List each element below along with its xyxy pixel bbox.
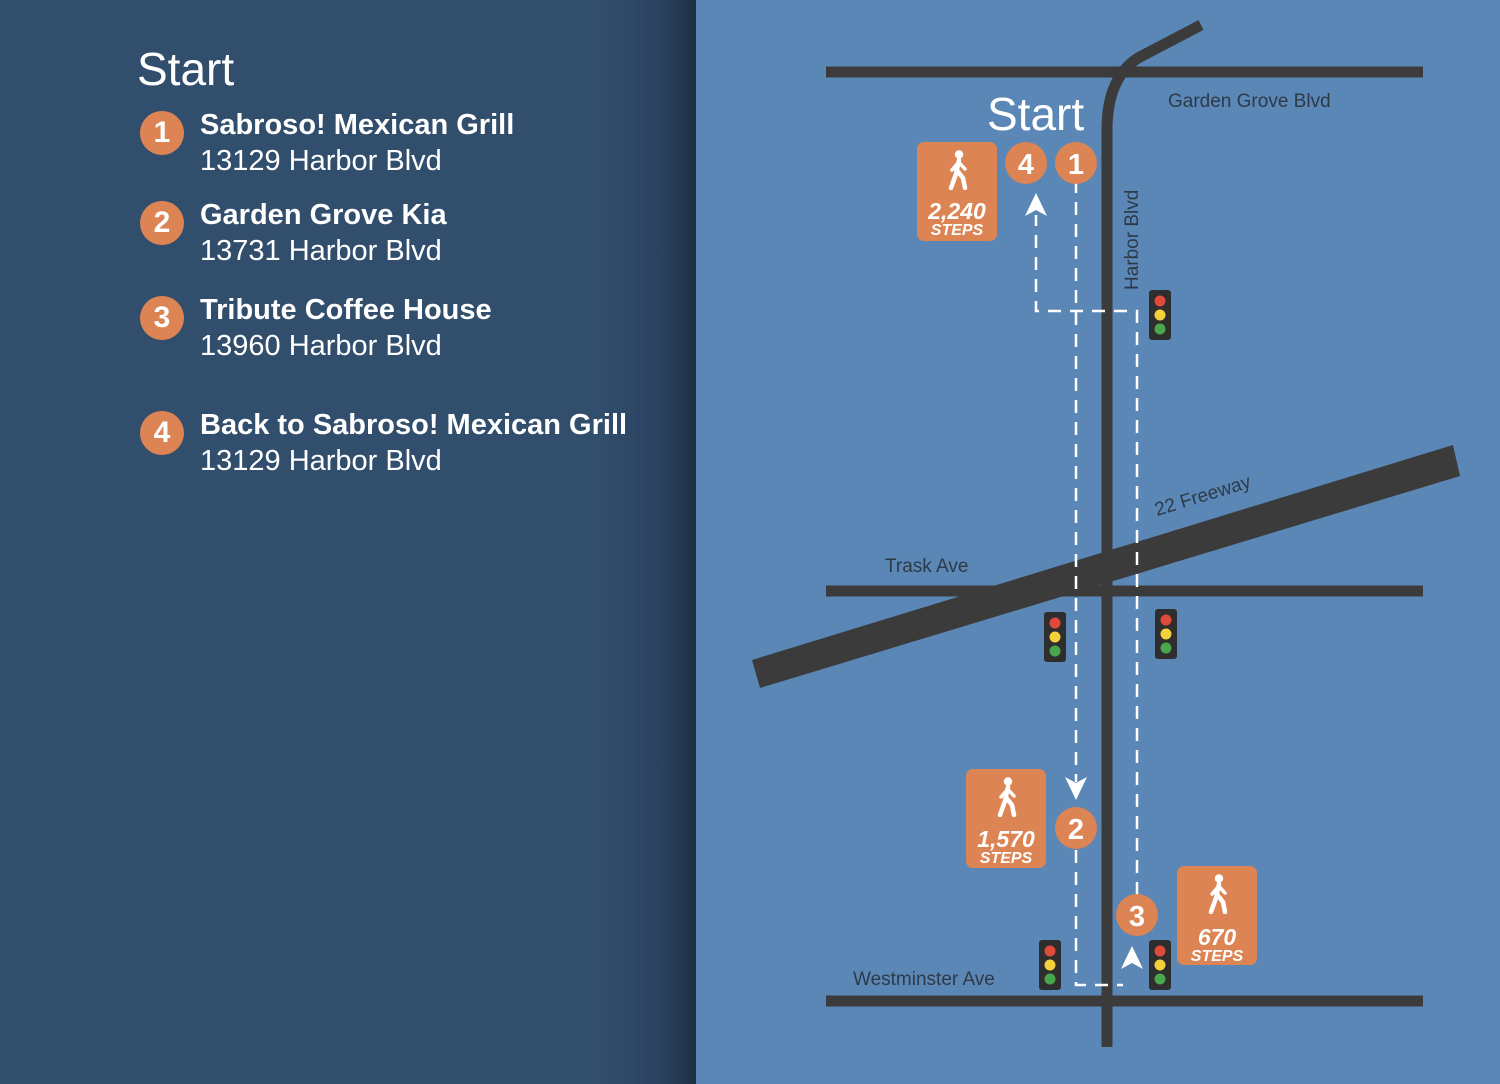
harbor-blvd-label: Harbor Blvd xyxy=(1122,190,1143,290)
stop-name: Garden Grove Kia xyxy=(200,199,447,231)
road-network xyxy=(752,20,1460,1047)
stop-name: Back to Sabroso! Mexican Grill xyxy=(200,409,628,441)
pin-number: 2 xyxy=(1068,814,1084,846)
directions-panel: Start 1 Sabroso! Mexican Grill 13129 Har… xyxy=(0,0,696,1084)
arrow-up-icon xyxy=(1121,946,1143,969)
freeway-22-road xyxy=(752,445,1460,688)
traffic-light-icon xyxy=(1149,290,1171,340)
step-count: 1,570 xyxy=(977,826,1035,852)
route-map[interactable]: Garden Grove Blvd Harbor Blvd 22 Freeway… xyxy=(696,0,1500,1084)
stop-name: Tribute Coffee House xyxy=(200,294,492,326)
map-pin-3[interactable]: 3 xyxy=(1116,894,1158,936)
panel-title: Start xyxy=(137,43,235,95)
stop-address: 13129 Harbor Blvd xyxy=(200,445,442,477)
pin-number: 4 xyxy=(1018,149,1034,181)
traffic-light-icon xyxy=(1149,940,1171,990)
pin-number: 1 xyxy=(1068,149,1084,181)
step-unit: STEPS xyxy=(931,222,984,239)
westminster-ave-label: Westminster Ave xyxy=(853,969,995,990)
map-pin-2[interactable]: 2 xyxy=(1055,807,1097,849)
trask-ave-label: Trask Ave xyxy=(885,556,968,577)
harbor-blvd-road xyxy=(1101,20,1204,1047)
garden-grove-blvd-label: Garden Grove Blvd xyxy=(1168,91,1331,112)
step-count: 2,240 xyxy=(927,198,986,224)
stop-address: 13731 Harbor Blvd xyxy=(200,235,442,267)
step-badge-1570: 1,570 STEPS xyxy=(966,769,1046,868)
arrow-down-icon xyxy=(1065,777,1087,800)
stop-name: Sabroso! Mexican Grill xyxy=(200,109,515,141)
step-badge-2240: 2,240 STEPS xyxy=(917,142,997,241)
stop-number-badge: 4 xyxy=(140,411,184,455)
walking-route xyxy=(1034,180,1139,987)
traffic-light-icon xyxy=(1155,609,1177,659)
arrow-up-icon xyxy=(1025,193,1047,216)
stop-address: 13960 Harbor Blvd xyxy=(200,330,442,362)
step-unit: STEPS xyxy=(1191,948,1244,965)
step-badge-670: 670 STEPS xyxy=(1177,866,1257,965)
route-leg-3-to-4 xyxy=(1034,215,1139,895)
pin-number: 3 xyxy=(1129,901,1145,933)
step-unit: STEPS xyxy=(980,850,1033,867)
stop-number-badge: 1 xyxy=(140,111,184,155)
stop-number-badge: 2 xyxy=(140,201,184,245)
route-leg-2-to-3 xyxy=(1074,850,1123,987)
traffic-light-icon xyxy=(1039,940,1061,990)
stop-number-badge: 3 xyxy=(140,296,184,340)
traffic-light-icon xyxy=(1044,612,1066,662)
map-pin-1[interactable]: 1 xyxy=(1055,142,1097,184)
stop-address: 13129 Harbor Blvd xyxy=(200,145,442,177)
step-count: 670 xyxy=(1198,924,1237,950)
map-pin-4[interactable]: 4 xyxy=(1005,142,1047,184)
map-start-label: Start xyxy=(987,88,1084,140)
